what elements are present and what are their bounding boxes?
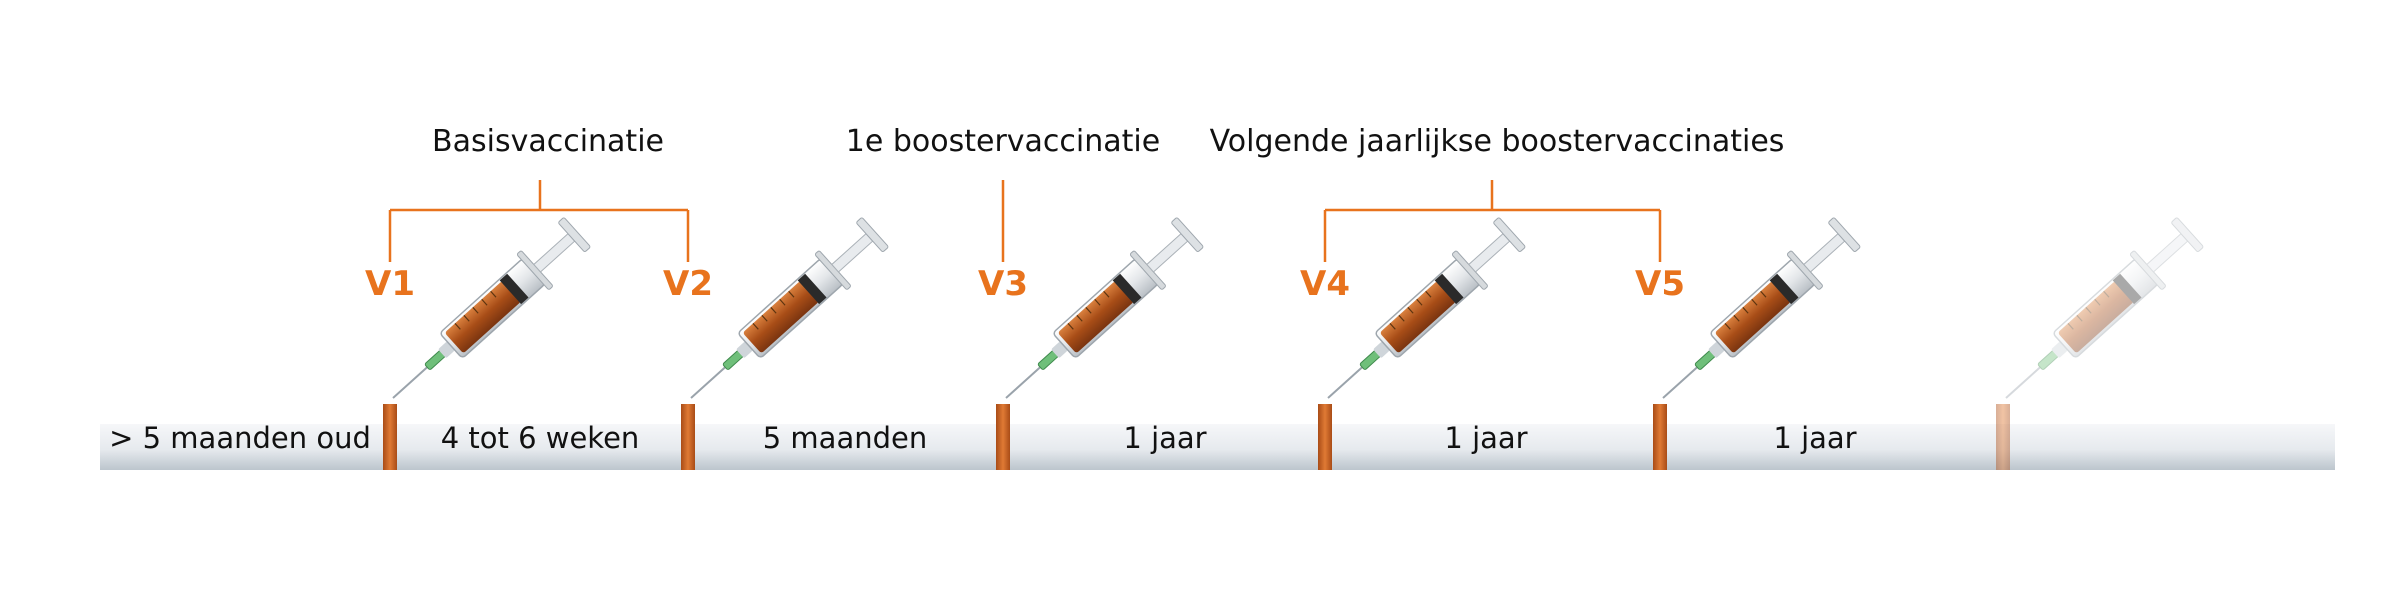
syringe-icon xyxy=(673,213,893,417)
timeline-marker-v1 xyxy=(383,404,397,470)
group-title-volgende-boosters: Volgende jaarlijkse boostervaccinaties xyxy=(1209,124,1785,159)
dose-label-v4: V4 xyxy=(1300,264,1350,304)
dose-label-v2: V2 xyxy=(663,264,713,304)
bracket-volgende-boosters xyxy=(1323,180,1662,262)
interval-label-v4-v5: 1 jaar xyxy=(1444,421,1528,455)
group-title-1e-boostervaccinatie: 1e boostervaccinatie xyxy=(845,124,1161,159)
syringe-icon xyxy=(375,213,595,417)
interval-label-v2-v3: 5 maanden xyxy=(762,421,928,455)
interval-label-v3-v4: 1 jaar xyxy=(1123,421,1207,455)
dose-label-v1: V1 xyxy=(365,264,415,304)
timeline-marker-v3 xyxy=(996,404,1010,470)
group-title-basisvaccinatie: Basisvaccinatie xyxy=(432,124,664,159)
syringe-icon xyxy=(988,213,1208,417)
syringe-icon xyxy=(1645,213,1865,417)
bracket-basisvaccinatie xyxy=(388,180,690,262)
dose-label-v5: V5 xyxy=(1635,264,1685,304)
interval-label-v1-v2: 4 tot 6 weken xyxy=(440,421,640,455)
timeline-marker-v5 xyxy=(1653,404,1667,470)
timeline-band xyxy=(100,424,2335,470)
syringe-icon xyxy=(1988,213,2208,417)
timeline-marker-v4 xyxy=(1318,404,1332,470)
syringe-icon xyxy=(1310,213,1530,417)
interval-label-start: > 5 maanden oud xyxy=(109,421,371,455)
interval-label-v5-next: 1 jaar xyxy=(1773,421,1857,455)
timeline-marker-next xyxy=(1996,404,2010,470)
timeline-marker-v2 xyxy=(681,404,695,470)
dose-label-v3: V3 xyxy=(978,264,1028,304)
